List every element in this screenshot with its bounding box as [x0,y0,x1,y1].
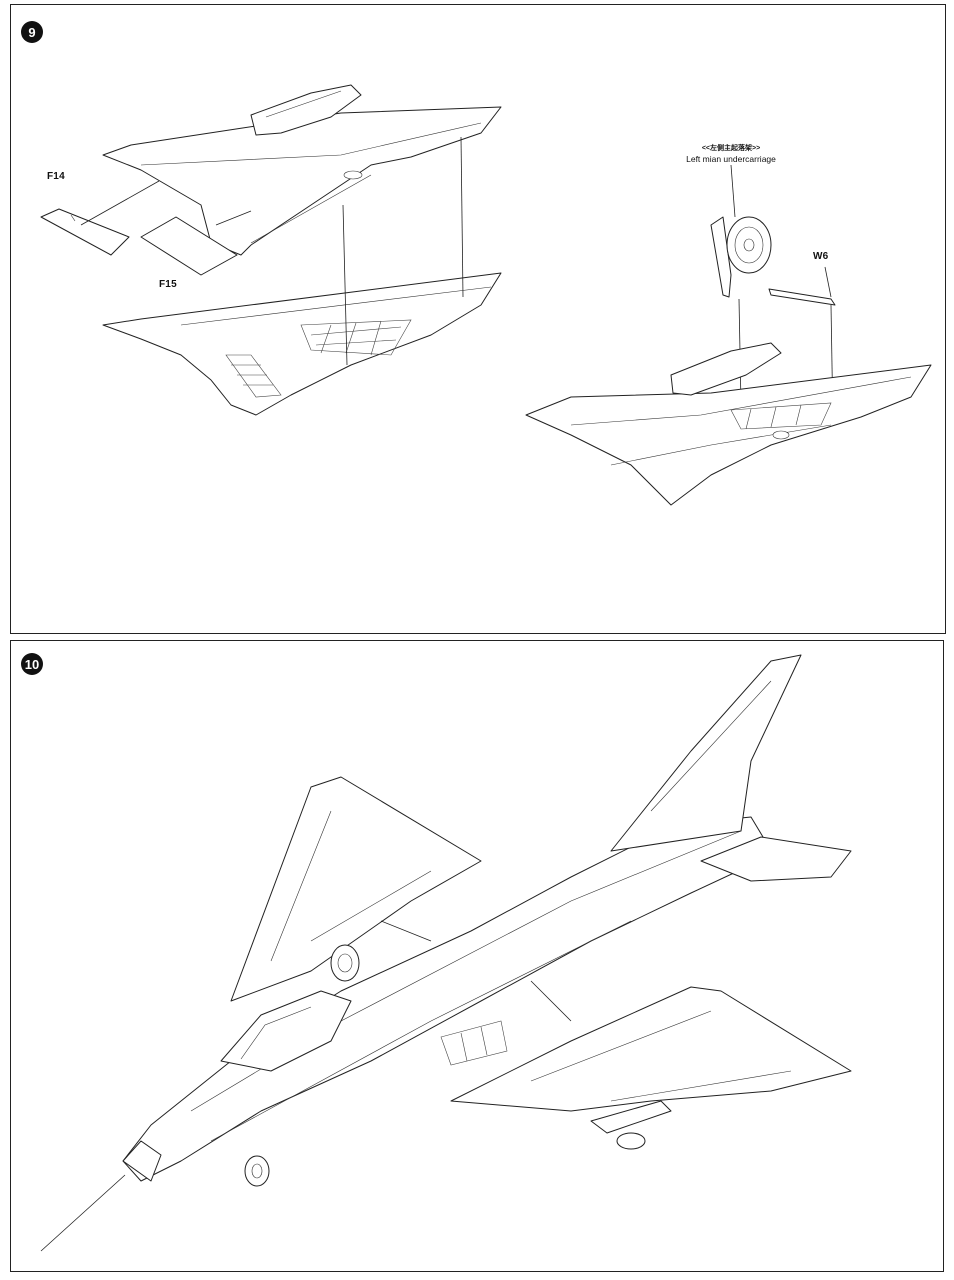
callout-chinese-text: <<左側主起落架>> [701,145,761,152]
assembly-arrow [80,180,160,226]
step-10-illustration [40,654,852,1252]
part-label-f14: F14 [47,171,65,182]
assembly-arrow [215,210,252,226]
aircraft-drawing [40,654,852,1252]
flap-f14 [40,208,130,256]
left-main-undercarriage [710,164,772,298]
callout-english-text: Left mian undercarriage [686,154,776,164]
step-number-badge: 10 [21,653,43,675]
step-number-badge: 9 [21,21,43,43]
flap-f15 [140,216,238,276]
assembly-guide-line [342,204,348,366]
step-10-panel: 10 [10,640,944,1272]
step-9-panel: 9 [10,4,946,634]
undercarriage-callout: <<左側主起落架>> Left mian undercarriage [651,143,811,165]
assembly-guide-line [460,136,464,298]
lower-wing-half [102,272,502,416]
upper-wing-half [102,84,502,256]
part-label-f15: F15 [159,279,177,290]
step-9-illustration [40,84,932,506]
assembled-wing [525,342,932,506]
part-label-w6: W6 [813,251,829,262]
